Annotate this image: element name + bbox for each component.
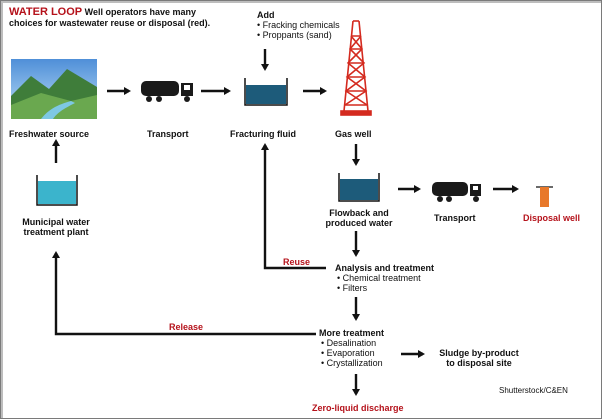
tank-icon bbox=[338, 173, 380, 202]
transport-label: Transport bbox=[147, 129, 189, 139]
gas-well-label: Gas well bbox=[335, 129, 372, 139]
fracturing-fluid-label: Fracturing fluid bbox=[230, 129, 296, 139]
credit-label: Shutterstock/C&EN bbox=[499, 386, 568, 395]
derrick-icon bbox=[340, 20, 372, 116]
more-treatment-item: • Desalination bbox=[321, 338, 377, 348]
add-item: • Fracking chemicals bbox=[257, 20, 340, 30]
tanker-truck-icon bbox=[432, 182, 481, 202]
sludge-label: Sludge by-product to disposal site bbox=[429, 348, 529, 368]
municipal-line2: treatment plant bbox=[23, 227, 89, 237]
tank-icon bbox=[244, 78, 288, 106]
release-label: Release bbox=[169, 322, 204, 332]
diagram-title: WATER LOOP Well operators have many choi… bbox=[9, 7, 210, 29]
tanker-truck-icon bbox=[141, 81, 193, 102]
more-treatment-item: • Crystallization bbox=[321, 358, 383, 368]
analysis-item: • Chemical treatment bbox=[337, 273, 421, 283]
title-label: WATER LOOP bbox=[9, 6, 83, 18]
reuse-label: Reuse bbox=[283, 257, 311, 267]
disposal-well-icon bbox=[536, 186, 553, 207]
disposal-well-label: Disposal well bbox=[523, 213, 581, 223]
add-heading: Add bbox=[257, 10, 275, 20]
analysis-heading: Analysis and treatment bbox=[335, 263, 435, 273]
flowback-label: Flowback and produced water bbox=[321, 208, 397, 228]
tank-icon bbox=[36, 175, 78, 206]
freshwater-label: Freshwater source bbox=[9, 129, 90, 139]
municipal-label: Municipal water treatment plant bbox=[11, 217, 101, 237]
sludge-line2: to disposal site bbox=[446, 358, 512, 368]
title-line1: Well operators have many bbox=[84, 7, 197, 17]
landscape-image bbox=[11, 59, 97, 119]
sludge-line1: Sludge by-product bbox=[439, 348, 519, 358]
add-item: • Proppants (sand) bbox=[257, 30, 332, 40]
flowback-line2: produced water bbox=[325, 218, 393, 228]
flow-arrows bbox=[52, 49, 519, 396]
zero-liquid-discharge-label: Zero-liquid discharge bbox=[312, 403, 404, 413]
more-treatment-item: • Evaporation bbox=[321, 348, 375, 358]
more-treatment-heading: More treatment bbox=[319, 328, 385, 338]
flowback-line1: Flowback and bbox=[329, 208, 389, 218]
municipal-line1: Municipal water bbox=[22, 217, 90, 227]
title-line2: choices for wastewater reuse or disposal… bbox=[9, 18, 211, 28]
transport-label: Transport bbox=[434, 213, 476, 223]
analysis-item: • Filters bbox=[337, 283, 368, 293]
